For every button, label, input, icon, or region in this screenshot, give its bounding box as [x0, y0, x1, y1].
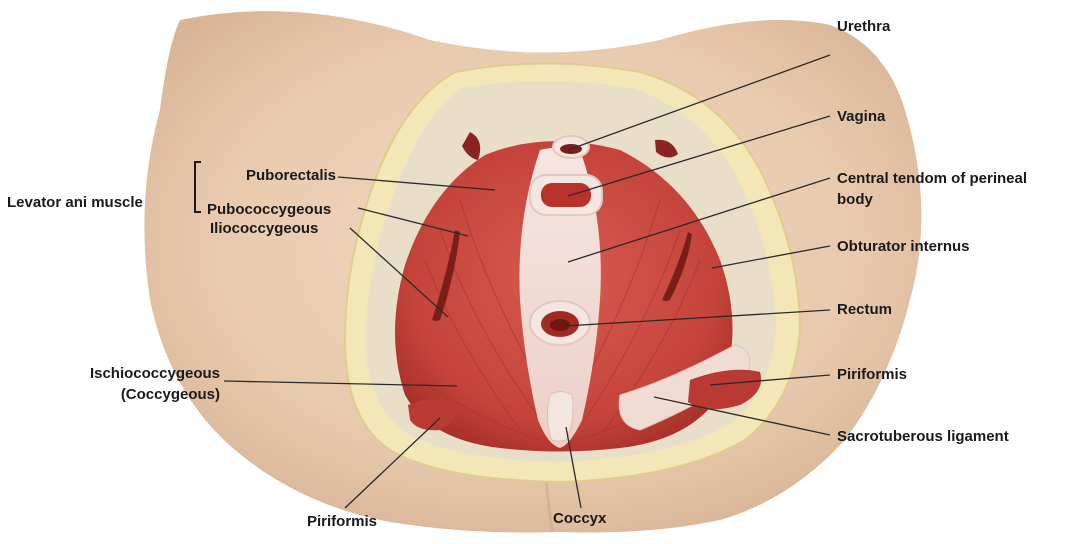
coccyx-bone [547, 392, 573, 442]
label-vagina: Vagina [837, 107, 885, 126]
label-rectum: Rectum [837, 300, 892, 319]
label-sacrotuberous-ligament: Sacrotuberous ligament [837, 427, 1009, 446]
label-iliococcygeous: Iliococcygeous [210, 219, 318, 238]
label-puborectalis: Puborectalis [246, 166, 336, 185]
label-levator-ani-muscle: Levator ani muscle [7, 193, 143, 212]
label-central-tendon-line1: Central tendom of perineal [837, 169, 1027, 188]
label-ischiococcygeous-line1: Ischiococcygeous [90, 364, 220, 383]
label-piriformis-left: Piriformis [307, 512, 377, 531]
label-central-tendon-line2: body [837, 190, 873, 209]
label-pubococcygeous: Pubococcygeous [207, 200, 331, 219]
rectum-opening-core [550, 319, 570, 331]
label-urethra: Urethra [837, 17, 890, 36]
label-coccyx: Coccyx [553, 509, 606, 528]
label-obturator-internus: Obturator internus [837, 237, 970, 256]
label-piriformis-right: Piriformis [837, 365, 907, 384]
vagina-opening-inner [541, 183, 591, 207]
label-ischiococcygeous-line2: (Coccygeous) [121, 385, 220, 404]
